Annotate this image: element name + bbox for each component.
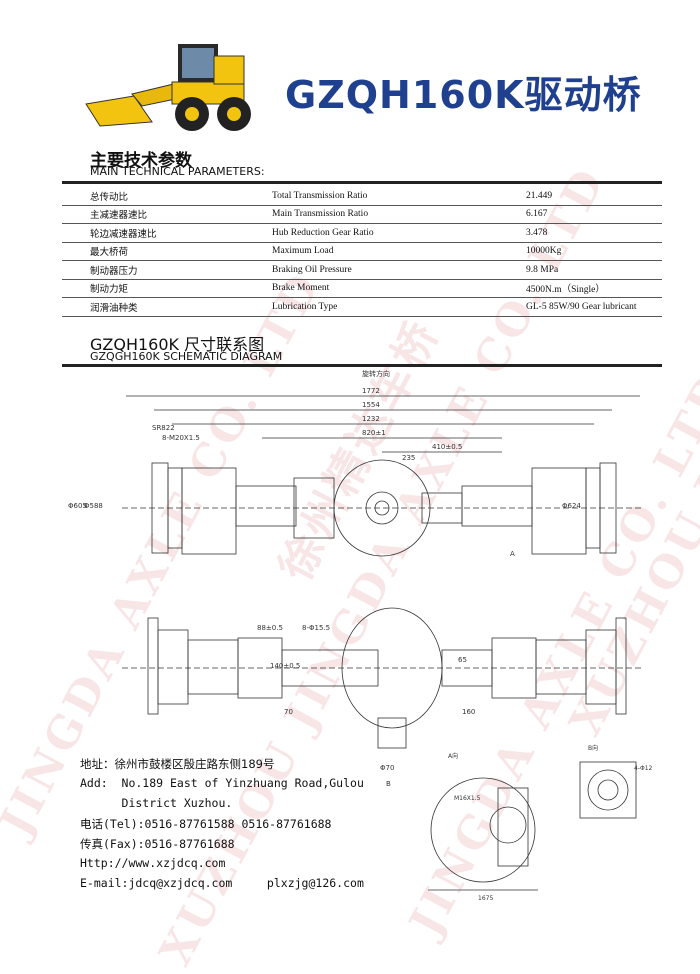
dim-label: Φ624 bbox=[562, 502, 581, 510]
dim-label: 160 bbox=[462, 708, 475, 716]
telephone: 电话(Tel):0516-87761588 0516-87761688 bbox=[80, 817, 332, 831]
schematic-heading-en: GZQGH160K SCHEMATIC DIAGRAM bbox=[90, 350, 283, 363]
dim-label: Φ70 bbox=[380, 764, 394, 772]
dim-label: 820±1 bbox=[362, 429, 386, 437]
address-en-2: District Xuzhou. bbox=[80, 796, 233, 810]
dim-label: A bbox=[510, 550, 515, 558]
fax: 传真(Fax):0516-87761688 bbox=[80, 837, 235, 851]
axle-schematic-drawing: 1772 1554 1232 820±1 410±0.5 235 旋转方向 SR… bbox=[68, 369, 642, 788]
address-zh: 地址：徐州市鼓楼区殷庄路东侧189号 bbox=[80, 757, 275, 771]
schematic-heading-zh: GZQH160K 尺寸联系图 bbox=[90, 335, 265, 354]
side-view-drawing: 1675 A向 M16X1.5 B向 4-Φ12 bbox=[428, 744, 653, 902]
dim-label: 410±0.5 bbox=[432, 443, 462, 451]
dim-label: Φ605 bbox=[68, 502, 87, 510]
dim-label: Φ588 bbox=[84, 502, 103, 510]
dim-label: 88±0.5 bbox=[257, 624, 283, 632]
address-en: Add: No.189 East of Yinzhuang Road,Gulou bbox=[80, 776, 364, 790]
dim-label: 1772 bbox=[362, 387, 380, 395]
dim-label: 1675 bbox=[478, 895, 493, 902]
dim-label: SR822 bbox=[152, 424, 175, 432]
dim-label: A向 bbox=[448, 752, 458, 760]
dim-label: B向 bbox=[588, 744, 598, 752]
dim-label: 70 bbox=[284, 708, 293, 716]
page-title: GZQH160K驱动桥 bbox=[285, 73, 642, 117]
email-link[interactable]: E-mail:jdcq@xzjdcq.com plxzjg@126.com bbox=[80, 876, 364, 890]
dim-label: 1232 bbox=[362, 415, 380, 423]
dim-label: 65 bbox=[458, 656, 467, 664]
dim-label: 235 bbox=[402, 454, 415, 462]
dim-label: 8-Φ15.5 bbox=[302, 624, 330, 632]
dim-label: B bbox=[386, 780, 391, 788]
divider bbox=[62, 364, 662, 367]
dim-label: 1554 bbox=[362, 401, 380, 409]
dim-label: 4-Φ12 bbox=[634, 765, 653, 772]
divider bbox=[62, 181, 662, 184]
wheel-loader-image bbox=[85, 44, 251, 131]
dim-label: 8-M20X1.5 bbox=[162, 434, 200, 442]
params-heading-en: MAIN TECHNICAL PARAMETERS: bbox=[90, 165, 265, 178]
dim-label: 140±0.5 bbox=[270, 662, 300, 670]
dim-label: 旋转方向 bbox=[362, 369, 390, 378]
params-heading-zh: 主要技术参数 bbox=[90, 151, 192, 171]
website-link[interactable]: Http://www.xzjdcq.com bbox=[80, 856, 226, 870]
dim-label: M16X1.5 bbox=[454, 795, 481, 802]
